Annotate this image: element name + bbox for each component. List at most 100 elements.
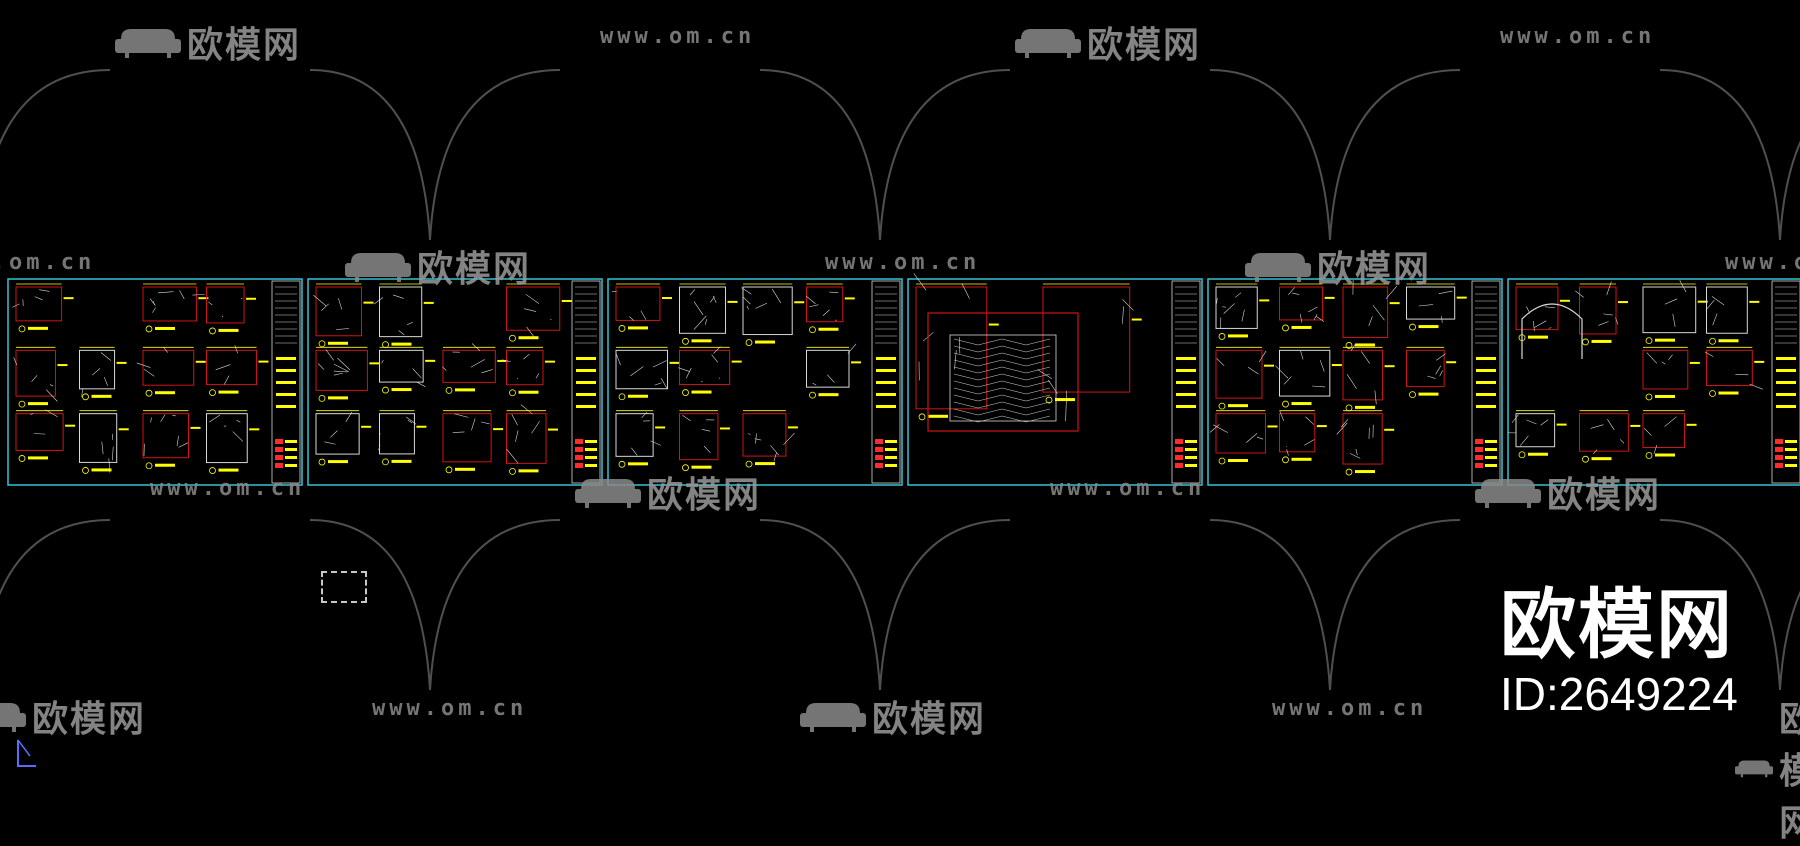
sheet-border: [8, 279, 302, 485]
watermark-arc: [1330, 520, 1460, 690]
detail-linework: [152, 307, 155, 312]
title-block-text: [1476, 393, 1496, 396]
sofa-icon: [800, 699, 866, 733]
detail-caption: [155, 391, 175, 394]
detail-caption: [28, 402, 48, 405]
annotation-tag: [258, 361, 268, 363]
detail-caption: [755, 341, 775, 344]
drawing-sheet[interactable]: [1208, 279, 1502, 485]
annotation-tag: [662, 297, 672, 299]
title-block-text: [876, 393, 896, 396]
watermark-url: www.om.cn: [0, 250, 95, 275]
drawing-sheets[interactable]: [8, 274, 1800, 485]
detail-caption: [28, 456, 48, 459]
annotation-tag: [497, 360, 507, 362]
drawing-sheet[interactable]: [308, 279, 602, 485]
detail-linework: [712, 355, 718, 363]
detail-linework: [374, 297, 383, 304]
title-block-text: [1485, 440, 1497, 443]
brand-name: 欧模网: [1500, 585, 1780, 665]
detail-frame: [1707, 350, 1753, 385]
drawing-sheet[interactable]: [908, 274, 1202, 485]
detail-caption: [1719, 392, 1739, 395]
watermark-logo: 欧模网: [800, 690, 986, 742]
herringbone-pattern: [954, 409, 1050, 415]
drawing-sheet[interactable]: [608, 279, 902, 485]
detail-frame: [1707, 287, 1748, 333]
annotation-tag: [119, 428, 129, 430]
detail-linework: [326, 349, 334, 360]
detail-linework: [382, 360, 384, 363]
detail-linework: [959, 337, 960, 353]
annotation-tag: [562, 300, 572, 302]
detail-caption: [628, 462, 648, 465]
selection-box[interactable]: [321, 571, 367, 603]
annotation-tag: [64, 297, 74, 299]
detail-caption: [1292, 326, 1312, 329]
detail-linework: [416, 382, 425, 387]
detail-linework: [163, 347, 167, 353]
title-block-text: [1185, 464, 1197, 467]
watermark-arc: [430, 520, 560, 690]
callout-bubble: [319, 395, 325, 401]
detail-linework: [39, 290, 49, 292]
detail-linework: [1287, 449, 1289, 455]
detail-caption: [819, 393, 839, 396]
detail-linework: [224, 376, 229, 385]
title-block-text: [285, 456, 297, 459]
drawing-sheet[interactable]: [8, 279, 302, 485]
detail-linework: [35, 297, 43, 300]
title-block-text: [1485, 456, 1497, 459]
detail-frame: [207, 414, 248, 463]
title-block-text: [276, 405, 296, 408]
detail-frame: [507, 350, 543, 384]
annotation-tag: [1560, 300, 1570, 302]
callout-bubble: [319, 459, 325, 465]
herringbone-pattern: [954, 346, 1050, 352]
annotation-tag: [1687, 424, 1697, 426]
detail-linework: [1350, 453, 1360, 458]
herringbone-pattern: [954, 367, 1050, 373]
detail-linework: [690, 289, 695, 295]
watermark-logo: 欧模网: [115, 16, 301, 68]
detail-frame: [80, 414, 117, 463]
watermark-url: www.om.cn: [1500, 24, 1655, 49]
callout-bubble: [83, 394, 89, 400]
title-block-text: [576, 405, 596, 408]
detail-frame: [1343, 350, 1383, 400]
detail-linework: [813, 383, 817, 385]
detail-linework: [222, 316, 223, 317]
callout-bubble: [1710, 338, 1716, 344]
detail-linework: [137, 363, 151, 368]
detail-caption: [692, 339, 712, 342]
watermark-logo: 欧模网: [1245, 240, 1431, 292]
callout-bubble: [1283, 325, 1289, 331]
detail-linework: [1235, 293, 1241, 298]
detail-linework: [641, 311, 646, 320]
annotation-tag: [794, 301, 804, 303]
herringbone-pattern: [954, 339, 1050, 345]
annotation-tag: [249, 428, 259, 430]
title-block-stamp: [1175, 447, 1183, 452]
detail-linework: [1440, 370, 1443, 376]
detail-caption: [1228, 459, 1248, 462]
detail-linework: [1259, 351, 1266, 362]
annotation-tag: [845, 297, 855, 299]
cad-viewport[interactable]: 欧模网 欧模网 欧模网 欧模网 欧模网 欧模网: [0, 0, 1800, 770]
detail-linework: [1356, 449, 1357, 455]
ucs-icon: [16, 738, 38, 768]
herringbone-pattern: [954, 402, 1050, 408]
callout-bubble: [210, 328, 216, 334]
detail-linework: [631, 448, 637, 456]
title-block-stamp: [275, 439, 283, 444]
detail-linework: [233, 432, 243, 442]
callout-bubble: [19, 455, 25, 461]
detail-linework: [1591, 425, 1604, 429]
detail-frame: [1343, 287, 1388, 337]
detail-linework: [1607, 281, 1612, 295]
detail-frame: [1580, 287, 1617, 334]
drawing-sheet[interactable]: [1508, 279, 1800, 485]
title-block-stamp: [1475, 439, 1483, 444]
callout-bubble: [1583, 339, 1589, 345]
watermark-arc: [0, 70, 110, 240]
